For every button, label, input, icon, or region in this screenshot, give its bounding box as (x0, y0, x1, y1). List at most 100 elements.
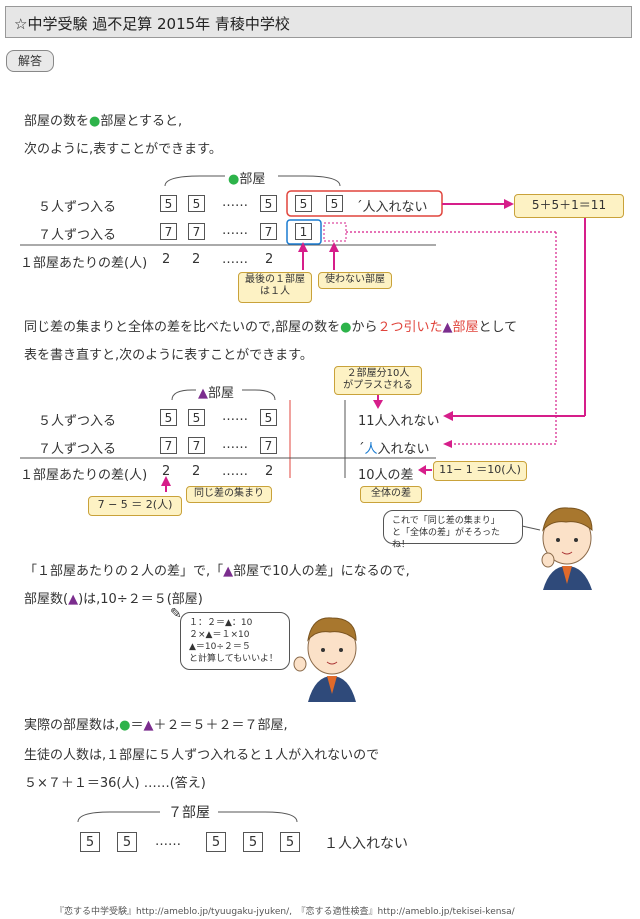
d2-box: 7 (188, 437, 205, 454)
d1-box: 5 (295, 195, 312, 212)
d1-diff: 2 (162, 252, 171, 267)
title-bar: ☆中学受験 過不足算 2015年 青稜中学校 (5, 6, 632, 38)
d1-row3-label: １部屋あたりの差(人) (20, 256, 148, 271)
para2-line-1: 同じ差の集まりと全体の差を比べたいので,部屋の数を●から２つ引いた▲部屋として (24, 316, 517, 335)
d2-row1-note: 11人入れない (358, 414, 440, 429)
dot-icon: ● (119, 718, 131, 733)
text: 部屋 (239, 172, 266, 187)
text: 「１部屋あたりの２人の差」で,「 (24, 564, 224, 579)
triangle-icon: ▲ (68, 592, 79, 607)
text: 人 (364, 442, 378, 457)
d1-box: 5 (260, 195, 277, 212)
dot-icon: ● (340, 320, 352, 335)
d1-box: 7 (160, 223, 177, 240)
d1-ellipsis: …… (222, 252, 248, 267)
intro-line-2: 次のように,表すことができます。 (24, 142, 222, 157)
d2-row2-label: ７人ずつ入る (38, 442, 117, 457)
d2-diff: 2 (162, 464, 171, 479)
triangle-icon: ▲ (442, 320, 453, 335)
text: 実際の部屋数は, (24, 718, 120, 733)
final-brace-label: ７部屋 (168, 805, 210, 821)
tag-unused-room: 使わない部屋 (318, 272, 392, 289)
speech-bubble-2: １：２＝▲：10 ２×▲＝１×10 ▲＝10÷２＝５ と計算してもいいよ！ (180, 612, 290, 670)
d2-row2-note: ´人入れない (358, 438, 430, 457)
para3-line-2: 部屋数(▲)は,10÷２＝５(部屋) (24, 588, 203, 607)
d2-row1-label: ５人ずつ入る (38, 414, 117, 429)
d2-box: 5 (160, 409, 177, 426)
para4-line-3: ５×７＋１＝36(人) ……(答え) (24, 776, 206, 791)
text: 同じ差の集まりと全体の差を比べたいので,部屋の数を (24, 320, 341, 335)
text: 部屋数( (24, 592, 69, 607)
tag-last-room: 最後の１部屋 は１人 (238, 272, 312, 303)
text: ２つ引いた (377, 320, 443, 335)
page-title: ☆中学受験 過不足算 2015年 青稜中学校 (14, 15, 290, 33)
d2-box: 5 (188, 409, 205, 426)
text: 部屋 (208, 386, 235, 401)
final-box: 5 (206, 832, 226, 852)
d2-box: 7 (160, 437, 177, 454)
text: と「全体の差」がそろったね！ (392, 528, 501, 550)
tag-same-diff: 同じ差の集まり (186, 486, 272, 503)
text: 部屋とすると, (100, 114, 183, 129)
text: ２部屋分10人 (346, 368, 410, 379)
d1-row1-note: ´人入れない (356, 200, 428, 215)
d1-box: 5 (326, 195, 343, 212)
para3-line-1: 「１部屋あたりの２人の差」で,「▲部屋で10人の差」になるので, (24, 560, 410, 579)
d1-box: 5 (188, 195, 205, 212)
dot-icon: ● (89, 114, 101, 129)
footer: 『恋する中学受験』http://ameblo.jp/tyuugaku-jyuke… (0, 902, 640, 919)
d1-ellipsis: …… (222, 223, 248, 238)
tag-plus: ２部屋分10人 がプラスされる (334, 366, 422, 395)
d1-box: 5 (160, 195, 177, 212)
text: は１人 (260, 286, 290, 297)
final-box: 5 (243, 832, 263, 852)
d1-row1-label: ５人ずつ入る (38, 200, 117, 215)
triangle-icon: ▲ (223, 564, 234, 579)
final-ellipsis: …… (155, 834, 181, 849)
text: ２×▲＝１×10 (189, 630, 250, 640)
answer-button[interactable]: 解答 (6, 50, 54, 72)
d2-box: 7 (260, 437, 277, 454)
d2-brace-label: ▲部屋 (198, 382, 234, 401)
d2-ellipsis: …… (222, 437, 248, 452)
final-note: １人入れない (324, 836, 408, 852)
text: から (351, 320, 378, 335)
d2-diff: 2 (265, 464, 274, 479)
d2-ellipsis: …… (222, 409, 248, 424)
calc-box: 5＋5＋1＝11 (514, 194, 624, 218)
final-box: 5 (280, 832, 300, 852)
tag-diff-calc: 7 − 5 ＝ 2(人) (88, 496, 182, 516)
final-box: 5 (80, 832, 100, 852)
text: 部屋で10人の差」になるので, (233, 564, 410, 579)
d1-box: 1 (295, 223, 312, 240)
d1-box: 7 (188, 223, 205, 240)
text: として (478, 320, 518, 335)
d1-box: 7 (260, 223, 277, 240)
d1-brace-label: ●部屋 (228, 168, 265, 187)
text: がプラスされる (343, 380, 413, 391)
para4-line-2: 生徒の人数は,１部屋に５人ずつ入れると１人が入れないので (24, 748, 380, 763)
intro-line-1: 部屋の数を●部屋とすると, (24, 110, 182, 129)
text: ＝ (130, 718, 144, 733)
para2-line-2: 表を書き直すと,次のように表すことができます。 (24, 348, 313, 363)
text: １：２＝▲：10 (189, 618, 253, 628)
para4-line-1: 実際の部屋数は,●＝▲＋２＝５＋２＝７部屋, (24, 714, 288, 733)
d2-row3-label: １部屋あたりの差(人) (20, 468, 148, 483)
text: と計算してもいいよ！ (189, 654, 278, 664)
calc-tag: 11− 1 ＝10(人) (433, 461, 527, 481)
d1-diff: 2 (192, 252, 201, 267)
tag-total-diff: 全体の差 (360, 486, 422, 503)
d1-row2-label: ７人ずつ入る (38, 228, 117, 243)
text: これで「同じ差の集まり」 (392, 516, 500, 526)
d1-diff: 2 (265, 252, 274, 267)
triangle-icon: ▲ (143, 718, 154, 733)
dot-icon: ● (228, 172, 240, 187)
d2-ellipsis: …… (222, 464, 248, 479)
text: 最後の１部屋 (245, 274, 305, 285)
text: 部屋 (452, 320, 479, 335)
final-box: 5 (117, 832, 137, 852)
answer-button-label: 解答 (17, 54, 42, 68)
